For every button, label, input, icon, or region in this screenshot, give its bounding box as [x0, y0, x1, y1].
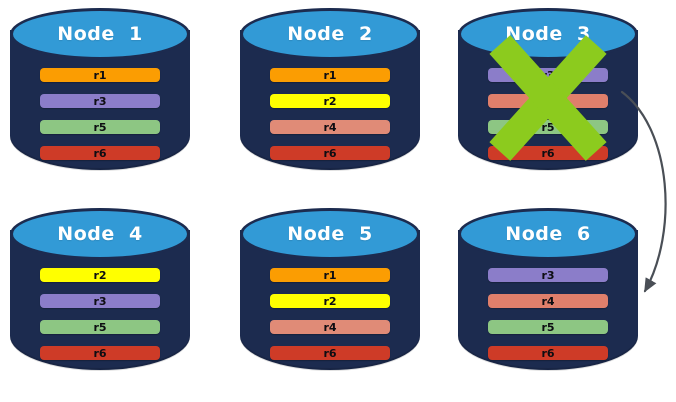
record-row[interactable]: r1	[270, 268, 390, 282]
record-label: r3	[541, 68, 555, 82]
record-row[interactable]: r5	[40, 320, 160, 334]
cylinder-top-cap	[240, 8, 420, 60]
record-row[interactable]: r4	[270, 320, 390, 334]
record-label: r6	[323, 346, 337, 360]
record-row[interactable]: r6	[488, 346, 608, 360]
record-label: r3	[93, 294, 107, 308]
record-row[interactable]: r3	[40, 294, 160, 308]
record-row[interactable]: r6	[40, 346, 160, 360]
record-row[interactable]: r3	[488, 268, 608, 282]
database-node-6[interactable]: r3 r4 r5 r6 Node 6	[458, 208, 638, 388]
record-label: r5	[93, 320, 107, 334]
record-row[interactable]: r6	[40, 146, 160, 160]
record-label: r6	[323, 146, 337, 160]
node-title: Node 3	[505, 23, 591, 45]
record-row[interactable]: r4	[488, 294, 608, 308]
record-rows: r2 r3 r5 r6	[40, 268, 160, 360]
record-label: r5	[93, 120, 107, 134]
record-rows: r3 r4 r5 r6	[488, 68, 608, 160]
record-label: r1	[323, 68, 337, 82]
node-title: Node 5	[287, 223, 373, 245]
record-row[interactable]: r1	[40, 68, 160, 82]
record-row[interactable]: r4	[488, 94, 608, 108]
node-title: Node 6	[505, 223, 591, 245]
record-rows: r3 r4 r5 r6	[488, 268, 608, 360]
record-label: r1	[93, 68, 107, 82]
record-label: r4	[541, 294, 555, 308]
record-row[interactable]: r4	[270, 120, 390, 134]
record-label: r6	[93, 346, 107, 360]
record-row[interactable]: r6	[270, 146, 390, 160]
cylinder-top-cap	[240, 208, 420, 260]
node-title: Node 4	[57, 223, 143, 245]
cylinder-top-cap	[458, 208, 638, 260]
database-node-5[interactable]: r1 r2 r4 r6 Node 5	[240, 208, 420, 388]
database-node-1[interactable]: r1 r3 r5 r6 Node 1	[10, 8, 190, 188]
record-row[interactable]: r6	[270, 346, 390, 360]
record-row[interactable]: r6	[488, 146, 608, 160]
record-rows: r1 r2 r4 r6	[270, 68, 390, 160]
record-label: r6	[541, 146, 555, 160]
record-label: r5	[541, 120, 555, 134]
record-row[interactable]: r5	[488, 120, 608, 134]
node-title: Node 2	[287, 23, 373, 45]
record-row[interactable]: r3	[40, 94, 160, 108]
record-label: r6	[541, 346, 555, 360]
node-title: Node 1	[57, 23, 143, 45]
record-label: r5	[541, 320, 555, 334]
cylinder-top-cap	[10, 8, 190, 60]
record-label: r2	[323, 94, 337, 108]
record-rows: r1 r2 r4 r6	[270, 268, 390, 360]
record-row[interactable]: r1	[270, 68, 390, 82]
record-label: r4	[323, 320, 337, 334]
record-row[interactable]: r5	[488, 320, 608, 334]
record-row[interactable]: r3	[488, 68, 608, 82]
database-node-4[interactable]: r2 r3 r5 r6 Node 4	[10, 208, 190, 388]
record-label: r4	[541, 94, 555, 108]
record-label: r3	[93, 94, 107, 108]
record-label: r2	[93, 268, 107, 282]
cylinder-top-cap	[10, 208, 190, 260]
database-node-2[interactable]: r1 r2 r4 r6 Node 2	[240, 8, 420, 188]
record-row[interactable]: r2	[270, 294, 390, 308]
database-node-3[interactable]: r3 r4 r5 r6 Node 3	[458, 8, 638, 188]
record-label: r2	[323, 294, 337, 308]
record-row[interactable]: r5	[40, 120, 160, 134]
record-row[interactable]: r2	[40, 268, 160, 282]
record-row[interactable]: r2	[270, 94, 390, 108]
record-label: r3	[541, 268, 555, 282]
record-rows: r1 r3 r5 r6	[40, 68, 160, 160]
record-label: r1	[323, 268, 337, 282]
record-label: r6	[93, 146, 107, 160]
record-label: r4	[323, 120, 337, 134]
